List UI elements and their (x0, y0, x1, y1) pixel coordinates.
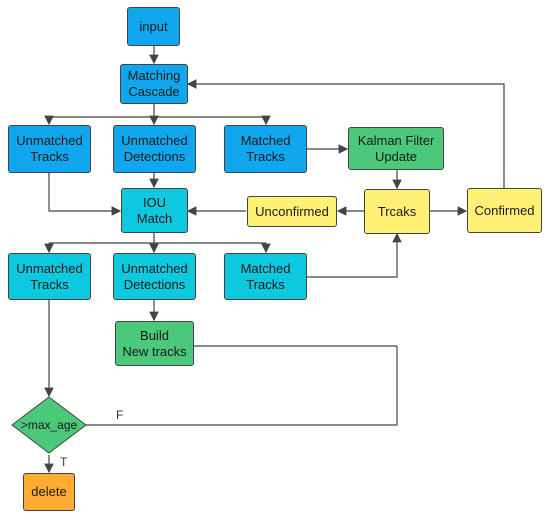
unmatched-detections-node-1: Unmatched Detections (113, 125, 196, 173)
input-node: input (127, 7, 180, 46)
iou-match-node: IOU Match (121, 188, 188, 233)
unmatched-detections-node-2: Unmatched Detections (113, 253, 196, 300)
build-new-tracks-node: Build New tracks (115, 321, 194, 366)
matching-cascade-node: Matching Cascade (120, 64, 188, 104)
unmatched-tracks-node-2: Unmatched Tracks (8, 253, 91, 300)
true-edge-label: T (60, 455, 68, 469)
max-age-label: >max_age (20, 418, 78, 432)
kalman-filter-update-node: Kalman Filter Update (348, 127, 444, 170)
matched-tracks-node-1: Matched Tracks (224, 125, 307, 173)
max-age-diamond (11, 396, 87, 454)
false-edge-label: F (116, 408, 124, 422)
unconfirmed-node: Unconfirmed (247, 196, 337, 227)
delete-node: delete (23, 473, 75, 511)
confirmed-node: Confirmed (467, 188, 542, 233)
trcaks-node: Trcaks (364, 189, 430, 234)
unmatched-tracks-node-1: Unmatched Tracks (8, 125, 91, 173)
matched-tracks-node-2: Matched Tracks (224, 253, 307, 300)
